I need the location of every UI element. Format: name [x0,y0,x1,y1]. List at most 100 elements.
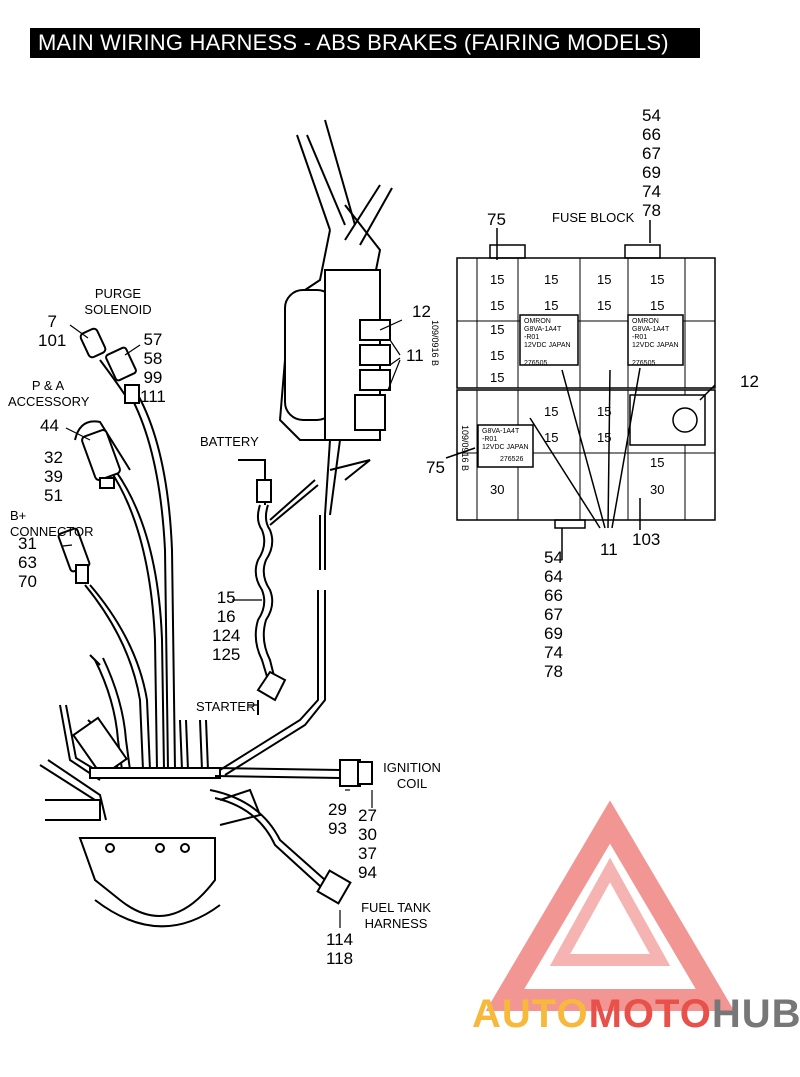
callout-number: 32 [44,448,63,467]
callout-number: 124 [212,626,241,645]
fuse-lower-6: 30 [490,482,505,497]
fuse-upper-5: 15 [490,298,505,313]
callout-number: 103 [632,530,661,549]
watermark-hub: HUB [711,992,800,1036]
fuse-upper-1: 15 [490,272,505,287]
callout-12-right: 12 [740,372,759,391]
watermark-logo-icon [485,800,735,1011]
fuse-lower-3: 15 [544,430,559,445]
callout-number: 101 [38,331,67,350]
fuse-upper-4: 15 [650,272,665,287]
callout-75-top: 75 [487,210,506,229]
relay-rating: 12VDC JAPAN [482,444,529,451]
starter-label: STARTER [196,699,256,714]
ignition-coil-branch [214,759,373,787]
pa-accessory-label: P & A ACCESSORY [8,378,90,409]
callout-number: 16 [216,607,236,626]
callout-number: 78 [642,201,661,220]
b-connector-label: B+ CONNECTOR [10,508,94,539]
callout-number: 11 [406,346,424,365]
fuse-block [445,220,716,560]
callout-number: 78 [544,662,563,681]
relay-part: 276505 [632,360,656,367]
callout-57: 57 58 99 111 [140,330,166,406]
block-id-upper: 109/0916 B [430,320,440,367]
relay-suffix: -R01 [632,334,648,341]
callout-number: 63 [18,553,37,572]
relay-part: 276526 [500,456,524,463]
relay-model: G8VA-1A4T [524,326,562,333]
relay-lower-left: G8VA-1A4T -R01 12VDC JAPAN 276526 [482,428,529,464]
watermark-moto: MOTO [588,992,712,1036]
callout-number: 30 [358,825,377,844]
callout-11-right: 11 [600,540,618,559]
fuse-upper-11: 15 [490,370,505,385]
callout-leaders [62,319,403,928]
callout-number: 118 [326,949,354,968]
callout-number: 66 [544,586,563,605]
callout-32: 32 39 51 [44,448,63,505]
callout-number: 39 [44,467,63,486]
page-title: MAIN WIRING HARNESS - ABS BRAKES (FAIRIN… [30,28,700,58]
callout-number: 93 [328,819,347,838]
callout-number: 7 [47,312,57,331]
callout-11-left: 11 [406,346,424,365]
fuse-lower-7: 30 [650,482,665,497]
fuse-upper-10: 15 [490,348,505,363]
callout-number: 111 [140,387,166,406]
callout-number: 11 [600,540,618,559]
battery-label: BATTERY [200,434,259,449]
b-plus-connector [57,527,91,584]
callout-number: 31 [18,534,37,553]
callout-number: 69 [642,163,661,182]
relay-suffix: -R01 [524,334,540,341]
relay-part: 276505 [524,360,548,367]
fuse-upper-2: 15 [544,272,559,287]
callout-number: 54 [544,548,563,567]
fuse-lower-5: 15 [650,455,665,470]
fuse-upper-7: 15 [597,298,612,313]
callout-number: 70 [18,572,37,591]
block-id-lower: 109/0916 B [460,425,470,472]
callout-44: 44 [40,416,59,435]
callout-number: 75 [426,458,445,477]
pa-accessory-connector [74,420,131,489]
callout-27: 27 30 37 94 [358,806,377,882]
callout-number: 12 [740,372,759,391]
relay-rating: 12VDC JAPAN [524,342,571,349]
left-harness-branches [39,359,209,821]
fuse-lower-2: 15 [597,404,612,419]
callout-number: 51 [44,486,63,505]
relay-brand: OMRON [632,318,659,325]
callout-75-left: 75 [426,458,445,477]
ignition-coil-label: IGNITION COIL [383,760,441,791]
fuel-tank-branch [209,789,352,905]
callout-15: 15 16 124 125 [212,588,240,664]
relay-upper-right: OMRON G8VA-1A4T -R01 12VDC JAPAN 276505 [632,318,679,368]
callout-103: 103 [632,530,660,549]
purge-solenoid-connectors [79,327,140,404]
callout-number: 66 [642,125,661,144]
relay-model: G8VA-1A4T [632,326,670,333]
callout-number: 64 [544,567,563,586]
callout-number: 67 [642,144,661,163]
callout-54-top: 54 66 67 69 74 78 [642,106,661,220]
callout-number: 15 [216,588,236,607]
fuse-upper-6: 15 [544,298,559,313]
callout-12-left: 12 [412,302,431,321]
fuse-lower-4: 15 [597,430,612,445]
fuse-upper-9: 15 [490,322,505,337]
battery-cable [238,459,287,715]
callout-29: 29 93 [328,800,347,838]
callout-number: 94 [358,863,377,882]
harness-clamp-bracket [45,767,262,928]
callout-number: 29 [328,800,347,819]
fuse-block-label: FUSE BLOCK [552,210,635,225]
callout-number: 74 [544,643,563,662]
callout-number: 114 [326,930,354,949]
fuel-tank-harness-label: FUEL TANK HARNESS [361,900,431,931]
watermark-auto: AUTO [472,992,589,1036]
callout-number: 75 [487,210,506,229]
callout-number: 74 [642,182,661,201]
